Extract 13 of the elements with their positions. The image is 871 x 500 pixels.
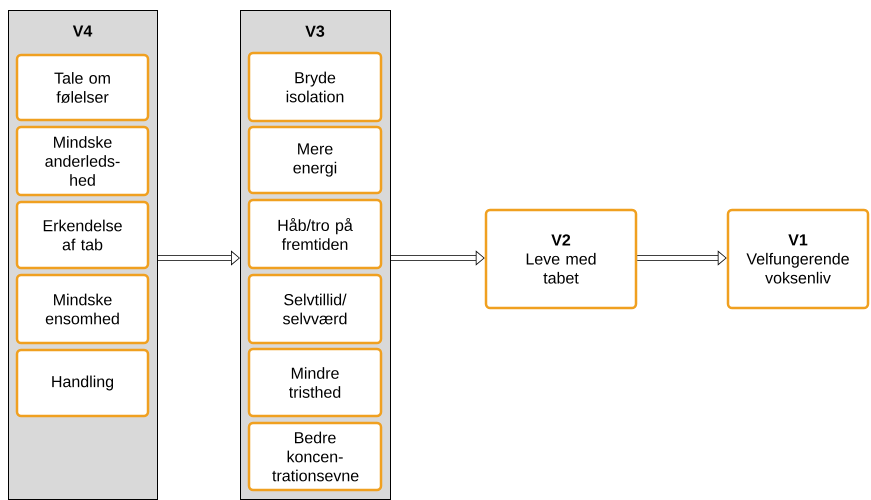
step-box: V1 Velfungerende voksenliv [726, 208, 870, 310]
step-box: Bedre koncen- trationsevne [248, 422, 382, 492]
step-box: Håb/tro på fremtiden [248, 198, 382, 270]
step-box: Mindske ensomhed [16, 274, 150, 344]
step-box: Tale om følelser [16, 54, 150, 122]
step-box: Mindske anderleds- hed [16, 126, 150, 196]
step-box: V2 Leve med tabet [484, 208, 638, 310]
step-box: Mere energi [248, 126, 382, 194]
step-box: Erkendelse af tab [16, 200, 150, 270]
step-box: Selvtillid/ selvværd [248, 274, 382, 344]
step-box: Bryde isolation [248, 52, 382, 122]
step-box: Handling [16, 348, 150, 418]
step-box: Mindre tristhed [248, 348, 382, 418]
